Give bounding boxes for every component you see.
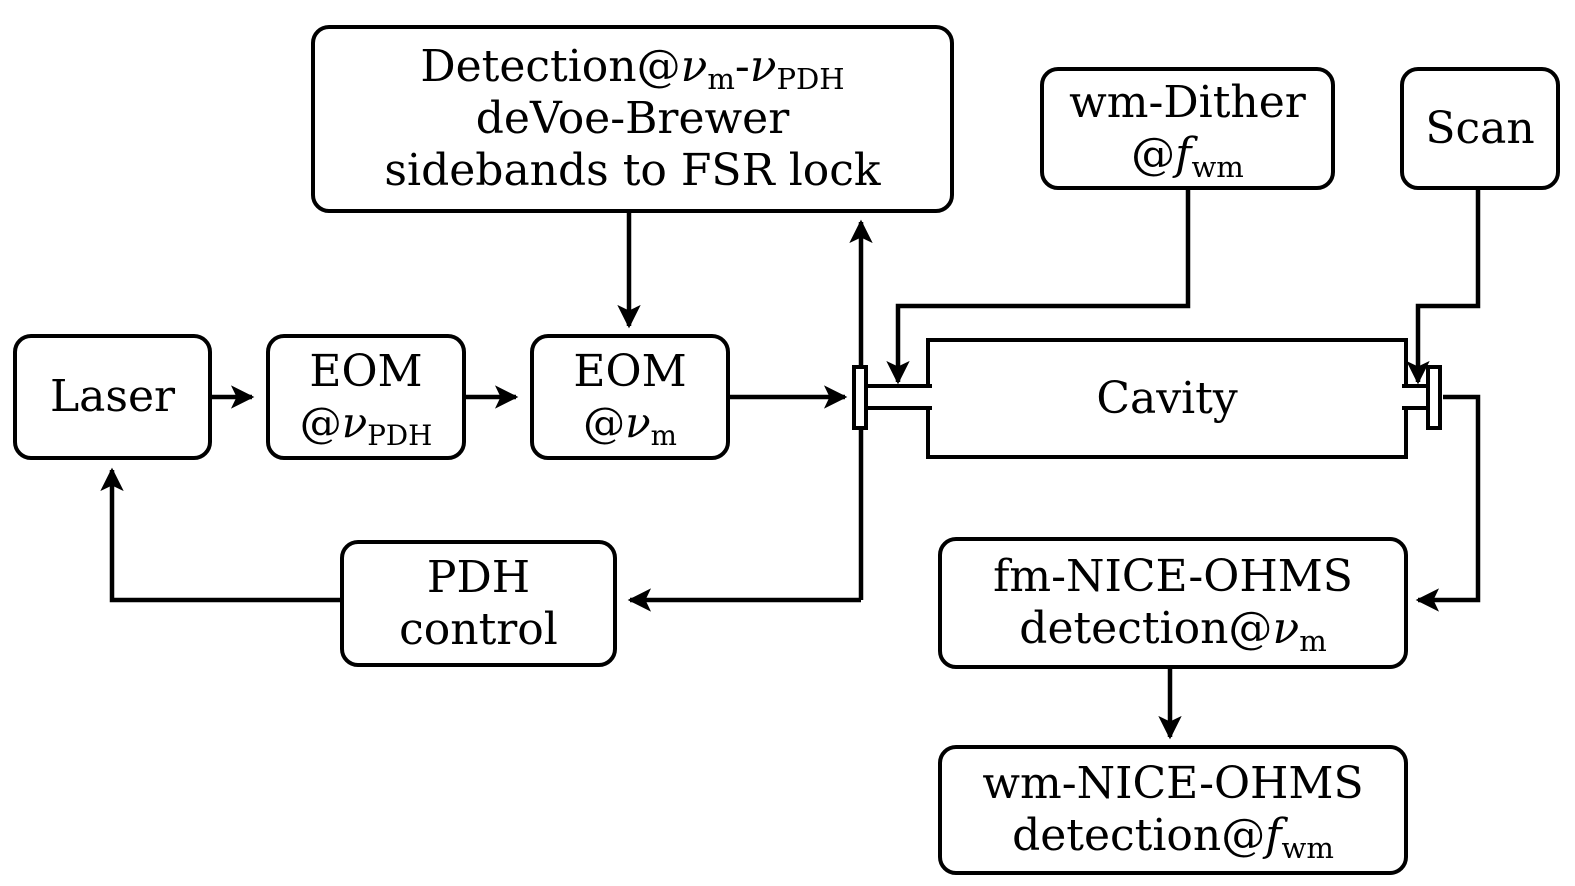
cavity-input-mirror bbox=[852, 365, 868, 430]
eom-m-box[interactable]: EOM @νm bbox=[530, 334, 730, 460]
cavity-label: Cavity bbox=[1096, 372, 1238, 424]
pdh-control-line-1: PDH bbox=[426, 551, 531, 603]
detection-line-1: Detection@νm-νPDH bbox=[420, 41, 845, 97]
detection-line-2: deVoe-Brewer bbox=[475, 93, 790, 145]
eom-pdh-line-1: EOM bbox=[309, 346, 423, 398]
fm-nice-ohms-box[interactable]: fm-NICE-OHMS detection@νm bbox=[938, 537, 1408, 669]
detection-line-3: sidebands to FSR lock bbox=[384, 144, 881, 196]
cavity-output-mirror bbox=[1426, 365, 1442, 430]
cavity-box[interactable]: Cavity bbox=[926, 338, 1408, 459]
eom-pdh-box[interactable]: EOM @νPDH bbox=[266, 334, 466, 460]
laser-label: Laser bbox=[49, 371, 176, 423]
wm-dither-box[interactable]: wm-Dither @fwm bbox=[1040, 67, 1335, 190]
eom-m-line-2: @νm bbox=[583, 398, 677, 452]
wm-dither-line-2: @fwm bbox=[1131, 128, 1244, 184]
wm-nice-ohms-line-1: wm-NICE-OHMS bbox=[982, 758, 1364, 810]
detection-fsr-lock-box[interactable]: Detection@νm-νPDH deVoe-Brewer sidebands… bbox=[311, 25, 954, 213]
intracavity-beam bbox=[860, 384, 932, 410]
fm-nice-ohms-line-2: detection@νm bbox=[1019, 603, 1327, 659]
eom-pdh-line-2: @νPDH bbox=[299, 398, 433, 452]
scan-label: Scan bbox=[1425, 102, 1535, 154]
wm-dither-line-1: wm-Dither bbox=[1069, 76, 1306, 128]
wire-cavity-output-to-fm-detection bbox=[1415, 394, 1481, 612]
wm-nice-ohms-box[interactable]: wm-NICE-OHMS detection@fwm bbox=[938, 745, 1408, 875]
scan-box[interactable]: Scan bbox=[1400, 67, 1560, 190]
wire-pdh-control-to-laser bbox=[100, 467, 340, 603]
laser-box[interactable]: Laser bbox=[13, 334, 212, 460]
wire-wm-dither-to-cavity bbox=[886, 190, 1191, 385]
wire-scan-to-cavity-output bbox=[1406, 190, 1481, 385]
pdh-control-line-2: control bbox=[399, 603, 558, 655]
pdh-control-box[interactable]: PDH control bbox=[340, 540, 617, 667]
wm-nice-ohms-line-2: detection@fwm bbox=[1012, 810, 1334, 866]
fm-nice-ohms-line-1: fm-NICE-OHMS bbox=[993, 551, 1353, 603]
eom-m-line-1: EOM bbox=[573, 346, 687, 398]
